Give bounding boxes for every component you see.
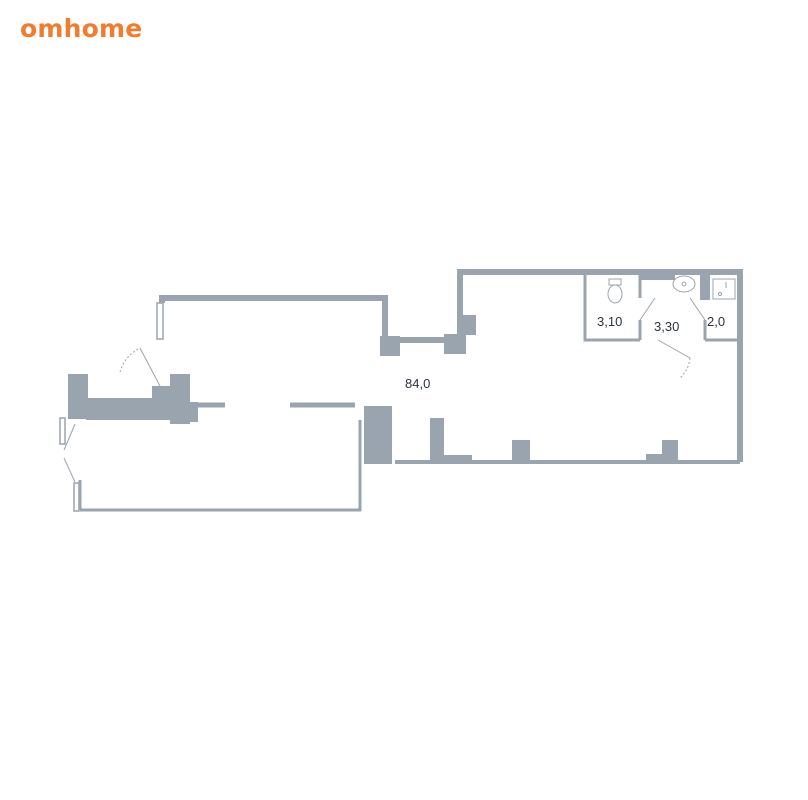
fixtures — [607, 275, 736, 304]
outer-wall-bottom-left — [80, 420, 362, 512]
pier — [460, 315, 476, 335]
window — [156, 302, 164, 340]
pier — [430, 418, 444, 464]
brand-logo: omhome — [20, 14, 143, 43]
pier — [444, 455, 472, 463]
outer-wall-left — [159, 269, 743, 462]
pier — [640, 272, 675, 280]
pier — [86, 398, 156, 420]
room-area-shower: 2,0 — [707, 314, 725, 329]
windows — [59, 302, 164, 512]
toilet-icon — [607, 278, 623, 304]
piers — [68, 272, 710, 464]
door-swing-arc — [679, 357, 691, 379]
pier — [380, 336, 400, 356]
shower-icon — [712, 278, 736, 300]
doors — [63, 297, 706, 483]
pier — [662, 440, 678, 462]
door-swing — [139, 347, 161, 387]
pier — [700, 272, 710, 300]
pier — [152, 386, 174, 420]
door-swing — [639, 297, 656, 321]
pier — [444, 334, 466, 354]
door-swing — [63, 423, 76, 483]
pier — [512, 440, 530, 462]
window — [73, 482, 80, 512]
pier — [68, 374, 88, 419]
pier — [364, 406, 392, 464]
room-area-wc: 3,10 — [597, 314, 622, 329]
sink-icon — [672, 275, 696, 293]
room-area-main: 84,0 — [405, 376, 430, 391]
door-swing-arc — [119, 347, 141, 373]
window — [59, 417, 66, 445]
pier — [646, 454, 662, 462]
walls — [72, 269, 743, 512]
pier — [174, 402, 198, 422]
door-swing — [689, 297, 706, 321]
room-area-bath: 3,30 — [654, 319, 679, 334]
door-swing — [657, 339, 691, 359]
